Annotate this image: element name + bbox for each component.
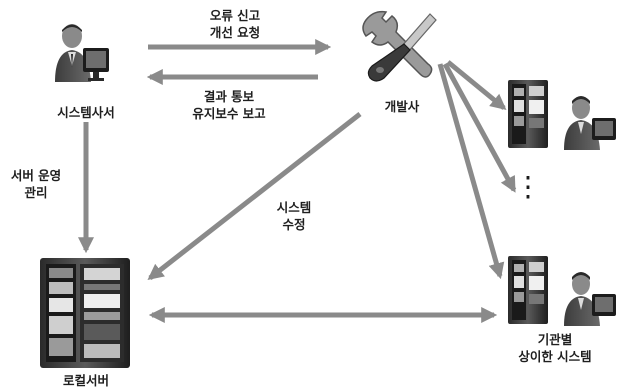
sysadmin-person-icon [55,24,109,82]
report-label-line2: 개선 요청 [210,25,260,40]
institution-label-line1: 기관별 [538,332,573,347]
sysadmin-label: 시스템사서 [57,105,115,120]
arrow-modify [147,112,362,280]
arrow-dev-to-top-system [446,60,507,111]
tools-icon [362,10,437,82]
arrow-dev-to-middle [442,62,517,193]
report-label-line1: 오류 신고 [210,8,261,23]
local-server-label: 로컬서버 [63,373,109,388]
operate-label-line2: 관리 [24,185,47,200]
developer-label: 개발사 [385,99,420,114]
modify-label-line2: 수정 [282,217,305,232]
institution-label-line2: 상이한 시스템 [518,349,591,364]
institution-system-icon [508,256,616,326]
institution-system-top-icon [508,80,616,150]
server-rack-icon [40,258,130,368]
arrow-dev-to-institution [437,63,505,280]
notify-label-line2: 유지보수 보고 [192,106,266,121]
more-systems-ellipsis: ⋮ [514,170,542,203]
operate-label-line1: 서버 운영 [11,168,61,183]
modify-label-line1: 시스템 [277,200,312,215]
notify-label-line1: 결과 통보 [204,89,255,104]
